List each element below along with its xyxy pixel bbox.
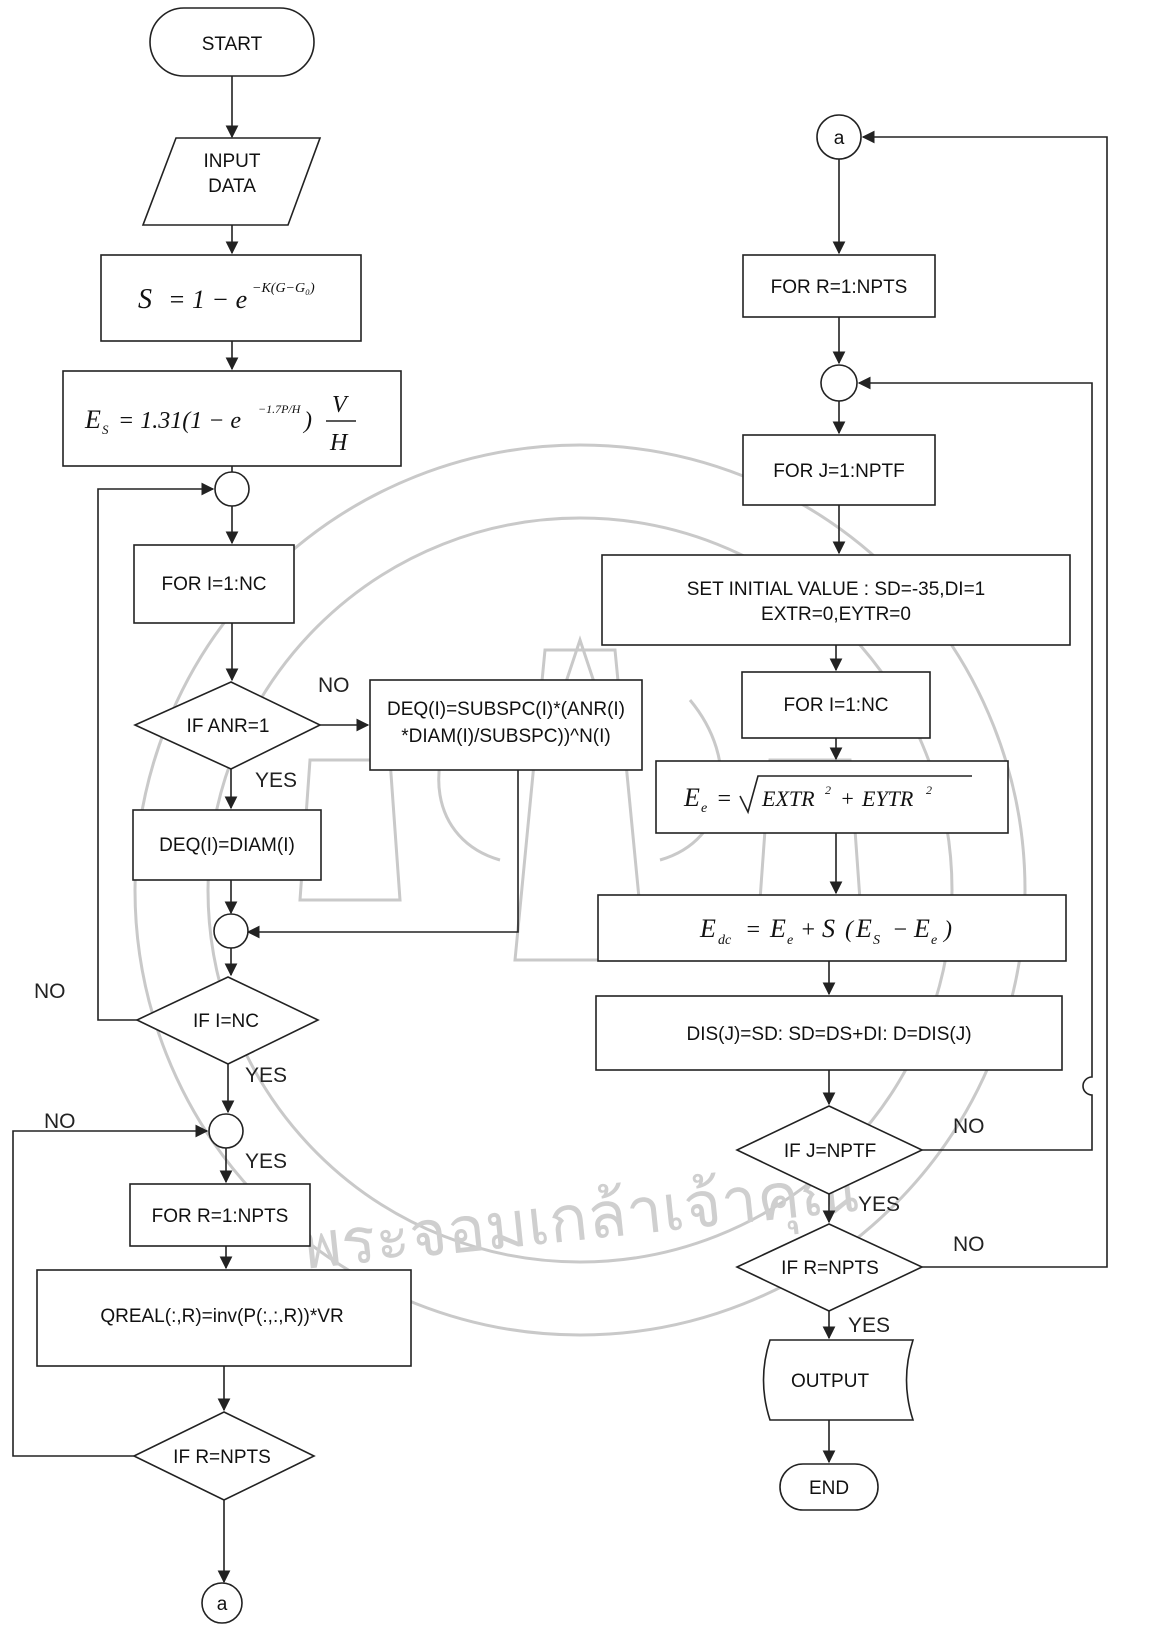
svg-text:FOR R=1:NPTS: FOR R=1:NPTS: [152, 1206, 289, 1227]
svg-text:OUTPUT: OUTPUT: [791, 1371, 870, 1392]
svg-text:dc: dc: [718, 933, 732, 948]
svg-text:INPUT: INPUT: [204, 151, 261, 172]
svg-text:FOR J=1:NPTF: FOR J=1:NPTF: [773, 461, 904, 482]
input-data-parallelogram: INPUT DATA: [141, 137, 322, 226]
svg-text:IF ANR=1: IF ANR=1: [187, 716, 270, 737]
svg-text:END: END: [809, 1478, 849, 1499]
svg-text:DEQ(I)=DIAM(I): DEQ(I)=DIAM(I): [159, 835, 295, 856]
svg-text:FOR I=1:NC: FOR I=1:NC: [783, 695, 888, 716]
no-label-j: NO: [953, 1115, 985, 1138]
svg-text:e: e: [931, 933, 937, 948]
svg-text:QREAL(:,R)=inv(P(:,:,R))*VR: QREAL(:,R)=inv(P(:,:,R))*VR: [100, 1306, 343, 1327]
no-label-r2: NO: [953, 1233, 985, 1256]
yes-label-anr: YES: [255, 769, 297, 792]
merge-circle-2: [213, 913, 249, 949]
svg-text:e: e: [701, 801, 707, 816]
svg-text:S: S: [138, 284, 152, 315]
svg-text:START: START: [202, 34, 263, 55]
yes-label-j: YES: [858, 1193, 900, 1216]
yes-label-i: YES: [245, 1064, 287, 1087]
svg-text:DEQ(I)=SUBSPC(I)*(ANR(I): DEQ(I)=SUBSPC(I)*(ANR(I): [387, 699, 625, 720]
for-i-box-right: FOR I=1:NC: [741, 671, 931, 739]
connector-a-bottom: a: [201, 1582, 243, 1624]
svg-text:*DIAM(I)/SUBSPC))^N(I): *DIAM(I)/SUBSPC))^N(I): [401, 726, 610, 747]
svg-text:DATA: DATA: [208, 176, 256, 197]
svg-text:E: E: [769, 914, 786, 943]
svg-text:V: V: [332, 392, 349, 418]
svg-text:= 1.31(1 − e: = 1.31(1 − e: [118, 408, 241, 434]
svg-text:H: H: [329, 430, 349, 456]
merge-circle-right: [820, 364, 858, 402]
svg-text:IF I=NC: IF I=NC: [193, 1011, 259, 1032]
svg-text:E: E: [683, 783, 700, 812]
formula-ee-box: E e = EXTR 2 + EYTR 2: [655, 760, 1009, 834]
svg-text:E: E: [84, 405, 101, 434]
svg-text:E: E: [855, 914, 872, 943]
yes-label-r1: YES: [245, 1150, 287, 1173]
svg-text:FOR I=1:NC: FOR I=1:NC: [161, 574, 266, 595]
output-document: OUTPUT: [762, 1339, 915, 1421]
svg-text:S: S: [822, 914, 835, 943]
merge-circle-1: [214, 471, 250, 507]
svg-text:2: 2: [825, 783, 831, 797]
if-r-decision-right: IF R=NPTS: [735, 1223, 924, 1312]
connector-a-top: a: [816, 114, 862, 160]
formula-es-box: E S = 1.31(1 − e −1.7P/H ) V H: [62, 370, 402, 467]
for-r-box-left: FOR R=1:NPTS: [129, 1183, 311, 1247]
svg-text:2: 2: [926, 783, 932, 797]
svg-text:): ): [942, 917, 952, 943]
svg-text:a: a: [834, 128, 845, 149]
svg-text:DIS(J)=SD: SD=DS+DI: D=DIS(J): DIS(J)=SD: SD=DS+DI: D=DIS(J): [686, 1024, 971, 1045]
svg-text:EXTR: EXTR: [761, 786, 815, 811]
svg-text:+: +: [840, 786, 855, 811]
svg-text:= 1 − e: = 1 − e: [168, 285, 247, 314]
svg-text:EXTR=0,EYTR=0: EXTR=0,EYTR=0: [761, 604, 911, 625]
svg-text:a: a: [217, 1594, 228, 1615]
svg-text:S: S: [873, 933, 880, 948]
formula-s-box: S = 1 − e −K(G−G₀): [100, 254, 362, 342]
formula-edc-box: E dc = E e + S ( E S − E e ): [597, 894, 1067, 962]
no-label-r1: NO: [44, 1110, 76, 1133]
svg-text:=: =: [745, 917, 761, 943]
yes-label-r2: YES: [848, 1314, 890, 1337]
no-label-i: NO: [34, 980, 66, 1003]
start-terminator: START: [149, 7, 315, 77]
svg-text:IF R=NPTS: IF R=NPTS: [173, 1447, 271, 1468]
if-anr-decision: IF ANR=1: [133, 681, 322, 770]
for-j-box: FOR J=1:NPTF: [742, 434, 936, 506]
svg-text:IF J=NPTF: IF J=NPTF: [784, 1141, 876, 1162]
svg-text:−K(G−G₀): −K(G−G₀): [252, 281, 315, 296]
svg-text:SET INITIAL VALUE : SD=-35,DI=: SET INITIAL VALUE : SD=-35,DI=1: [687, 579, 986, 600]
no-label-anr: NO: [318, 674, 350, 697]
svg-text:=: =: [716, 786, 732, 812]
svg-text:IF R=NPTS: IF R=NPTS: [781, 1258, 879, 1279]
svg-text:−1.7P/H: −1.7P/H: [258, 402, 302, 416]
svg-text:−: −: [892, 917, 908, 943]
merge-circle-3: [208, 1113, 244, 1149]
svg-text:S: S: [102, 422, 109, 437]
svg-text:e: e: [787, 933, 793, 948]
svg-text:): ): [302, 408, 312, 434]
svg-text:FOR R=1:NPTS: FOR R=1:NPTS: [771, 277, 908, 298]
deq-diam-box: DEQ(I)=DIAM(I): [132, 809, 322, 881]
svg-text:(: (: [845, 917, 855, 943]
svg-text:EYTR: EYTR: [861, 786, 914, 811]
svg-text:E: E: [913, 914, 930, 943]
svg-text:E: E: [699, 914, 716, 943]
if-r-decision-left: IF R=NPTS: [132, 1411, 316, 1501]
qreal-box: QREAL(:,R)=inv(P(:,:,R))*VR: [36, 1269, 412, 1367]
end-terminator: END: [779, 1463, 879, 1511]
svg-text:+: +: [800, 917, 816, 943]
deq-subspc-box: DEQ(I)=SUBSPC(I)*(ANR(I) *DIAM(I)/SUBSPC…: [369, 679, 643, 771]
for-i-box-left: FOR I=1:NC: [133, 544, 295, 624]
dis-box: DIS(J)=SD: SD=DS+DI: D=DIS(J): [595, 995, 1063, 1071]
set-initial-value-box: SET INITIAL VALUE : SD=-35,DI=1 EXTR=0,E…: [601, 554, 1071, 646]
for-r-box-right: FOR R=1:NPTS: [742, 254, 936, 318]
